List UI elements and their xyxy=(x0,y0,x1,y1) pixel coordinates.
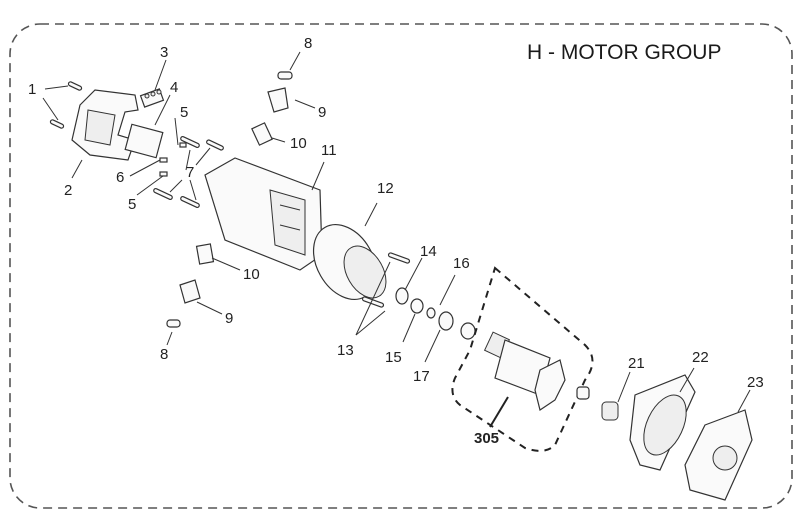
callout-3: 3 xyxy=(160,44,168,61)
part-305-armature[interactable] xyxy=(451,266,619,452)
callout-1: 1 xyxy=(28,81,36,98)
part-2-end-cap[interactable] xyxy=(71,89,139,161)
callout-6: 6 xyxy=(116,169,124,186)
callout-labels: 1 2 3 4 5 5 6 7 8 8 9 9 10 10 11 12 13 1… xyxy=(28,35,764,447)
callout-8-top: 8 xyxy=(304,35,312,52)
callout-4: 4 xyxy=(170,79,178,96)
callout-9-bottom: 9 xyxy=(225,310,233,327)
part-23-gear-housing[interactable] xyxy=(684,409,753,501)
callout-10-top: 10 xyxy=(290,135,307,152)
part-12-stator[interactable] xyxy=(301,213,395,310)
callout-10-bottom: 10 xyxy=(243,266,260,283)
callout-17: 17 xyxy=(413,368,430,385)
diagram-title: H - MOTOR GROUP xyxy=(527,41,721,64)
callout-305: 305 xyxy=(474,430,499,447)
part-13-bolts[interactable] xyxy=(361,252,411,308)
part-8-9-10-brush-assembly-bottom[interactable] xyxy=(166,243,215,328)
callout-16: 16 xyxy=(453,255,470,272)
callout-2: 2 xyxy=(64,182,72,199)
part-5-6-7-screws[interactable] xyxy=(153,136,224,208)
diagram-frame xyxy=(9,23,793,509)
part-8-9-10-brush-assembly-top[interactable] xyxy=(251,71,293,146)
callout-13: 13 xyxy=(337,342,354,359)
callout-21: 21 xyxy=(628,355,645,372)
callout-5-bottom: 5 xyxy=(128,196,136,213)
callout-15: 15 xyxy=(385,349,402,366)
callout-11: 11 xyxy=(321,142,337,159)
callout-8-bottom: 8 xyxy=(160,346,168,363)
callout-22: 22 xyxy=(692,349,709,366)
part-14-17-bearings[interactable] xyxy=(395,287,476,340)
part-3-terminal-block[interactable] xyxy=(139,88,165,108)
part-22-fan-baffle[interactable] xyxy=(629,374,696,471)
callout-12: 12 xyxy=(377,180,394,197)
callout-23: 23 xyxy=(747,374,764,391)
part-4-brush-plate[interactable] xyxy=(124,123,164,159)
callout-7: 7 xyxy=(186,164,194,181)
leader-lines xyxy=(42,51,751,428)
part-1-pins[interactable] xyxy=(49,81,83,129)
callout-14: 14 xyxy=(420,243,437,260)
callout-5-top: 5 xyxy=(180,104,188,121)
callout-9-top: 9 xyxy=(318,104,326,121)
part-11-motor-housing[interactable] xyxy=(204,157,323,271)
